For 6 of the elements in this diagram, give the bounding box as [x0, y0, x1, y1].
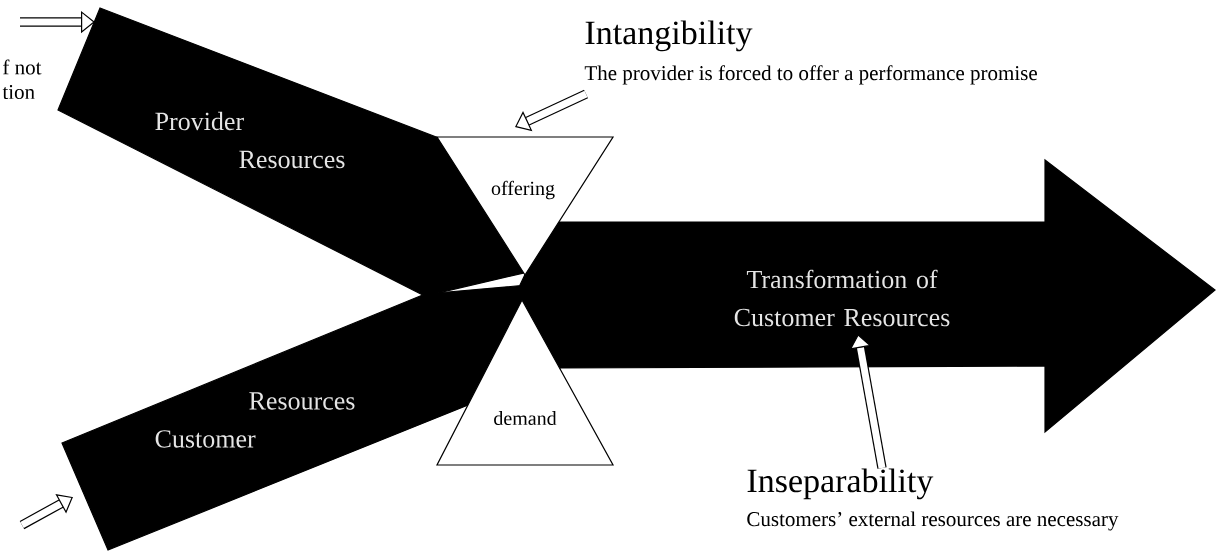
- hollow-arrow: [19, 494, 73, 530]
- callout-text: Inseparability Customers’ external resources are necessary: [747, 468, 1119, 531]
- hollow-arrow: [515, 89, 588, 132]
- callout-text: Intangibility The provider is forced to offer a performance promise: [584, 20, 1037, 85]
- label-text: tion: [2, 84, 35, 100]
- hollow-arrow: [849, 334, 887, 469]
